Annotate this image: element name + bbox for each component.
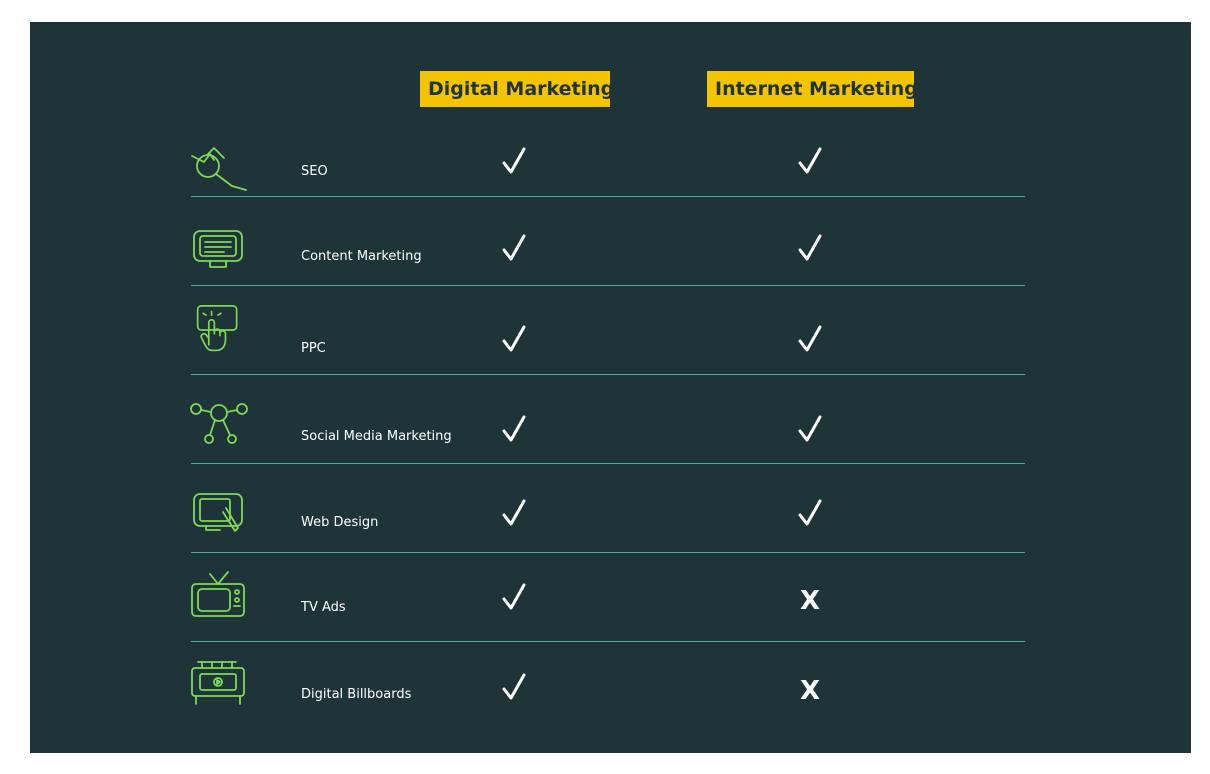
digital-check-icon [500, 414, 528, 446]
digital-check-icon [500, 672, 528, 704]
comparison-row-seo: SEO [0, 130, 1210, 219]
row-label-web-design: Web Design [301, 515, 379, 530]
internet-x-mark: X [799, 676, 821, 706]
row-label-content-marketing: Content Marketing [301, 249, 422, 264]
comparison-row-ppc: PPC [0, 300, 1210, 389]
comparison-row-web-design: Web Design [0, 482, 1210, 571]
internet-check-icon [796, 498, 824, 530]
internet-check-icon [796, 233, 824, 265]
web-design-tablet-icon [188, 488, 250, 540]
billboard-icon [188, 658, 250, 710]
row-label-tv-ads: TV Ads [301, 600, 346, 615]
digital-check-icon [500, 582, 528, 614]
comparison-row-content-marketing: Content Marketing [0, 219, 1210, 308]
row-divider [191, 285, 1025, 286]
comparison-row-tv-ads: TV Ads X [0, 566, 1210, 655]
row-label-social-media-marketing: Social Media Marketing [301, 429, 452, 444]
digital-check-icon [500, 146, 528, 178]
digital-marketing-header: Digital Marketing [420, 71, 614, 107]
internet-check-icon [796, 146, 824, 178]
comparison-row-digital-billboards: Digital Billboards X [0, 656, 1210, 745]
content-monitor-icon [188, 225, 250, 277]
row-divider [191, 552, 1025, 553]
comparison-panel [30, 22, 1191, 753]
internet-marketing-header: Internet Marketing [707, 71, 918, 107]
comparison-row-social-media-marketing: Social Media Marketing [0, 395, 1210, 484]
row-label-seo: SEO [301, 164, 328, 179]
internet-check-icon [796, 414, 824, 446]
row-divider [191, 374, 1025, 375]
digital-check-icon [500, 233, 528, 265]
tv-icon [188, 570, 250, 622]
social-network-icon [188, 397, 250, 449]
row-label-digital-billboards: Digital Billboards [301, 687, 412, 702]
ppc-click-hand-icon [188, 304, 250, 356]
internet-check-icon [796, 324, 824, 356]
digital-check-icon [500, 324, 528, 356]
row-divider [191, 641, 1025, 642]
seo-search-chart-icon [188, 142, 250, 194]
internet-x-mark: X [799, 586, 821, 616]
row-divider [191, 463, 1025, 464]
row-divider [191, 196, 1025, 197]
row-label-ppc: PPC [301, 341, 326, 356]
digital-check-icon [500, 498, 528, 530]
